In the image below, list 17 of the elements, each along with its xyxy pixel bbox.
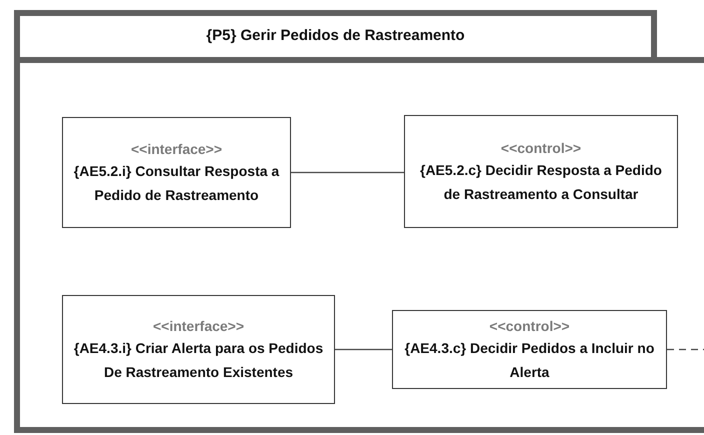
class-name: {AE5.2.c} Decidir Resposta a Pedido de Rastreamento a Consultar [419, 160, 663, 204]
package-title: {P5} Gerir Pedidos de Rastreamento [206, 26, 465, 46]
class-name: {AE4.3.c} Decidir Pedidos a Incluir no Alerta [404, 338, 656, 382]
connector-line [335, 348, 392, 350]
package-frame [14, 10, 704, 433]
connector-line [291, 172, 404, 174]
stereotype-label: <<control>> [500, 138, 582, 158]
class-name: {AE5.2.i} Consultar Resposta a Pedido de Rastreamento [72, 162, 280, 204]
stereotype-label: <<control>> [489, 316, 570, 336]
class-box [62, 295, 335, 404]
class-name: {AE4.3.i} Criar Alerta para os Pedidos De Rastreamento Existentes [72, 338, 324, 382]
class-box [404, 115, 678, 228]
stereotype-label: <<interface>> [130, 140, 222, 158]
stereotype-label: <<interface>> [152, 316, 244, 336]
class-box [392, 310, 667, 389]
class-box [62, 117, 291, 228]
dashed-connector [667, 348, 704, 350]
